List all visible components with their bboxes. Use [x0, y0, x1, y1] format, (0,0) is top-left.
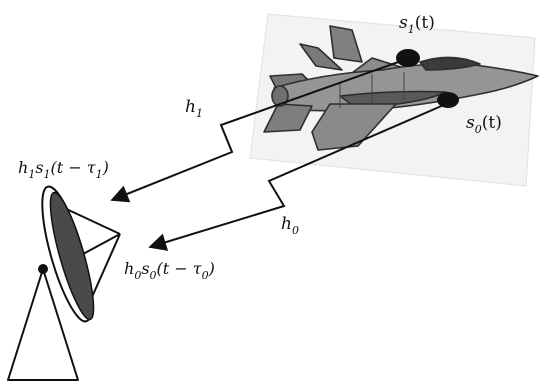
radar-dish-face	[49, 191, 95, 321]
label-h1: h1	[185, 97, 203, 120]
label-s1-t: s1(t)	[399, 13, 435, 36]
label-h0: h0	[281, 214, 299, 237]
radar-dish-icon	[7, 185, 121, 381]
label-s0-t: s0(t)	[466, 113, 502, 136]
radar-stand	[7, 268, 79, 381]
label-received-h1s1: h1s1(t − τ1)	[18, 158, 109, 181]
path-h1-arrow	[110, 59, 405, 203]
scatterer-s1-dot	[396, 49, 420, 67]
label-received-h0s0: h0s0(t − τ0)	[124, 259, 215, 282]
aircraft-photo	[249, 13, 539, 187]
scatterer-s0-dot	[437, 92, 459, 108]
fighter-jet-icon	[263, 25, 539, 151]
path-h0-arrow	[148, 103, 447, 251]
